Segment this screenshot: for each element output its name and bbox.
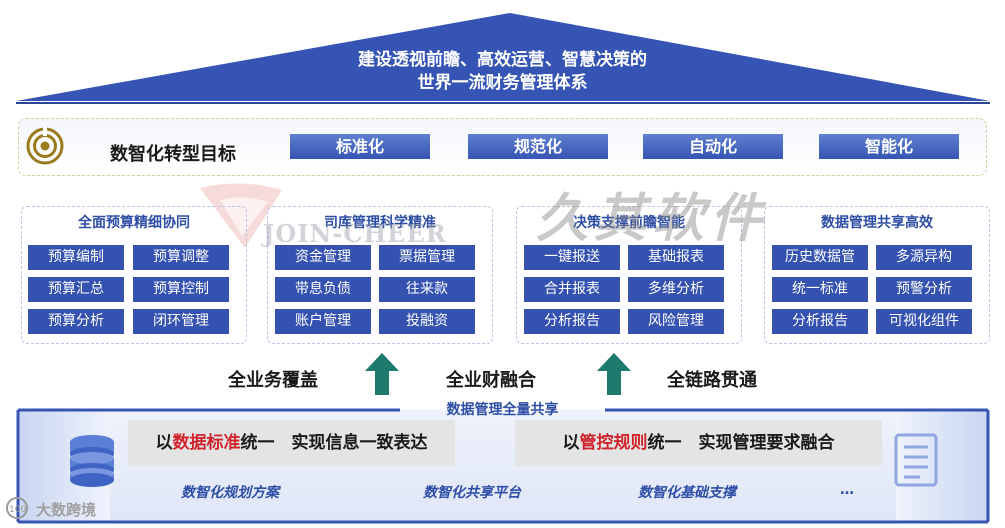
roof-title-line1: 建设透视前瞻、高效运营、智慧决策的: [358, 50, 647, 70]
panel-data: [764, 206, 990, 344]
principle-suffix: 统一 实现管理要求融合: [647, 433, 835, 453]
base-item-platform: 数智化共享平台: [423, 485, 521, 501]
item-budget-analysis: 预算分析: [28, 309, 124, 334]
goal-tag-standardization: 标准化: [290, 134, 430, 159]
base-item-support: 数智化基础支撑: [638, 485, 736, 501]
item-budget-compile: 预算编制: [28, 245, 124, 270]
goal-tag-automation: 自动化: [643, 134, 783, 159]
principle-highlight: 数据标准: [172, 433, 241, 453]
goal-tag-intelligence: 智能化: [819, 134, 959, 159]
coverage-finance: 全业财融合: [446, 370, 536, 391]
joincheer-logo-watermark: [200, 183, 282, 248]
item-multi-source: 多源异构: [876, 245, 972, 270]
item-current-accounts: 往来款: [379, 277, 475, 302]
item-account-management: 账户管理: [275, 309, 371, 334]
base-label: 数据管理全量共享: [446, 402, 559, 418]
item-budget-summary: 预算汇总: [28, 277, 124, 302]
panel-title-decision: 决策支撑前瞻智能: [573, 215, 685, 231]
document-icon: [894, 433, 938, 487]
up-arrow-icon: [597, 353, 631, 395]
source-logo-icon: 100: [6, 497, 28, 519]
item-closed-loop: 闭环管理: [133, 309, 229, 334]
principle-highlight: 管控规则: [579, 433, 648, 453]
panel-budget: [21, 206, 247, 344]
base-item-ellipsis: …: [840, 482, 854, 498]
principle-suffix: 统一 实现信息一致表达: [240, 433, 428, 453]
svg-text:100: 100: [9, 505, 26, 515]
item-unified-standard: 统一标准: [772, 277, 868, 302]
panel-title-treasury: 司库管理科学精准: [324, 215, 436, 231]
source-watermark: 大数跨境: [36, 501, 97, 519]
goal-tag-normalization: 规范化: [468, 134, 608, 159]
item-consolidated-report: 合并报表: [524, 277, 620, 302]
principle-prefix: 以: [155, 433, 173, 453]
item-investment-financing: 投融资: [379, 309, 475, 334]
item-history-data: 历史数据管: [772, 245, 868, 270]
panel-title-budget: 全面预算精细协同: [78, 215, 190, 231]
item-visual-components: 可视化组件: [876, 309, 972, 334]
item-bill-management: 票据管理: [379, 245, 475, 270]
item-budget-adjust: 预算调整: [133, 245, 229, 270]
item-fund-management: 资金管理: [275, 245, 371, 270]
up-arrow-icon: [365, 353, 399, 395]
item-one-click-report: 一键报送: [524, 245, 620, 270]
database-icon: [70, 435, 114, 487]
roof-title-line2: 世界一流财务管理体系: [417, 73, 588, 93]
calligraphy-watermark: 久其软件: [536, 188, 769, 249]
goal-title: 数智化转型目标: [110, 144, 236, 165]
panel-treasury: [267, 206, 493, 344]
principle-data-standard: 以数据标准统一 实现信息一致表达: [128, 420, 455, 466]
coverage-business: 全业务覆盖: [228, 370, 318, 391]
base-item-plan: 数智化规划方案: [181, 485, 279, 501]
target-icon: [26, 127, 64, 165]
panel-decision: [516, 206, 742, 344]
company-watermark: JOIN-CHEER: [263, 219, 447, 248]
item-analysis-report: 分析报告: [524, 309, 620, 334]
item-warning-analysis: 预警分析: [876, 277, 972, 302]
item-multidim-analysis: 多维分析: [628, 277, 724, 302]
coverage-chain: 全链路贯通: [667, 370, 757, 391]
item-basic-report: 基础报表: [628, 245, 724, 270]
principle-control-rules: 以管控规则统一 实现管理要求融合: [515, 420, 882, 466]
item-data-analysis-report: 分析报告: [772, 309, 868, 334]
item-budget-control: 预算控制: [133, 277, 229, 302]
principle-prefix: 以: [562, 433, 580, 453]
panel-title-data: 数据管理共享高效: [821, 215, 933, 231]
item-interest-liability: 带息负债: [275, 277, 371, 302]
item-risk-management: 风险管理: [628, 309, 724, 334]
roof-triangle: [16, 13, 990, 104]
